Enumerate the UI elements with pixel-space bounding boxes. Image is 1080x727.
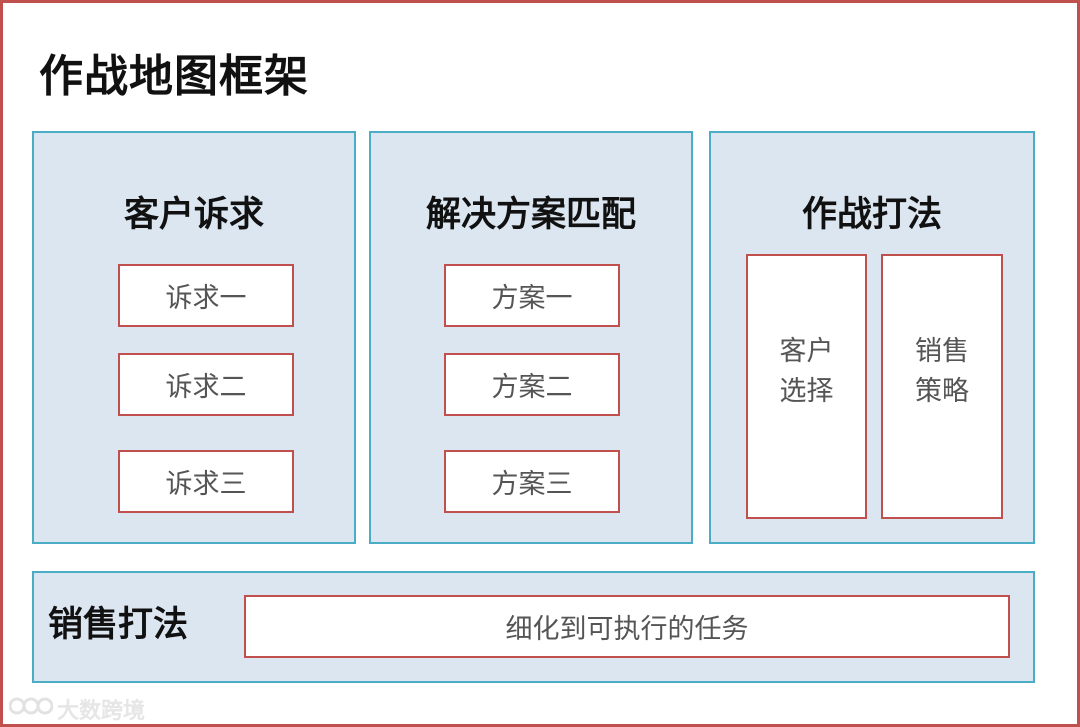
customer-selection-item: 客户 选择	[746, 254, 867, 519]
need-item: 诉求三	[118, 450, 294, 513]
brand-logo-icon	[8, 693, 54, 725]
panel-title: 解决方案匹配	[425, 195, 636, 235]
item-line: 选择	[779, 375, 834, 407]
solution-item: 方案二	[444, 353, 620, 416]
item-line: 销售	[915, 335, 969, 367]
panel-title: 作战打法	[801, 195, 942, 235]
panel-solution-matching: 解决方案匹配 方案一 方案二 方案三	[369, 131, 693, 544]
item-line: 策略	[915, 375, 969, 407]
panel-sales-tactics: 销售打法 细化到可执行的任务	[32, 571, 1035, 683]
page-title: 作战地图框架	[39, 51, 309, 102]
solution-item: 方案三	[444, 450, 620, 513]
watermark-text: 大数跨境	[57, 699, 146, 724]
panel-title: 客户诉求	[123, 195, 264, 235]
need-item: 诉求一	[118, 264, 294, 327]
panel-customer-needs: 客户诉求 诉求一 诉求二 诉求三	[32, 131, 356, 544]
need-item: 诉求二	[118, 353, 294, 416]
panel-battle-tactics: 作战打法 客户 选择 销售 策略	[709, 131, 1035, 544]
sales-strategy-item: 销售 策略	[881, 254, 1003, 519]
item-line: 客户	[779, 335, 834, 367]
task-item: 细化到可执行的任务	[244, 595, 1010, 658]
solution-item: 方案一	[444, 264, 620, 327]
watermark: 大数跨境	[8, 693, 146, 725]
bottom-title: 销售打法	[48, 605, 189, 645]
